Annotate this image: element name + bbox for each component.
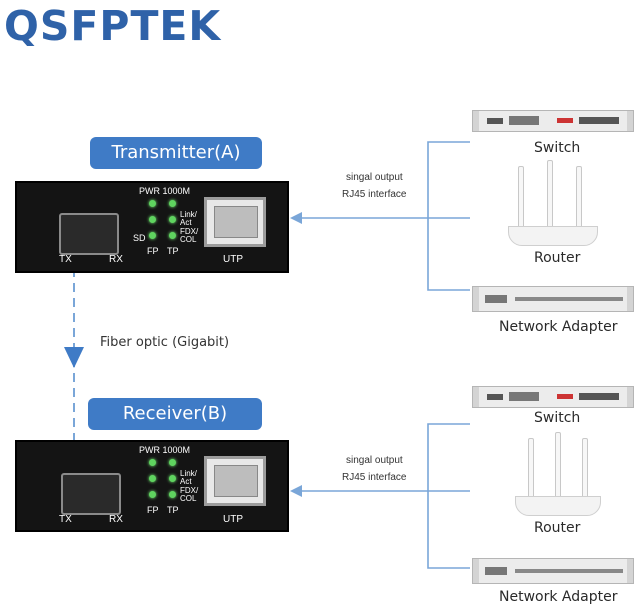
top-router-antenna-2 [547,160,553,230]
utp-rj45-port [204,456,266,506]
link-led-2 [169,216,176,223]
utp-label: UTP [223,514,243,525]
rx-label: RX [109,254,123,265]
col-text: COL [180,494,197,503]
tx-label: TX [59,514,72,525]
top-router-image [508,226,598,246]
utp-rj45-port [204,197,266,247]
top-switch-image [472,110,634,132]
fiber-arrow [64,347,84,368]
bottom-router-antenna-2 [555,432,561,500]
tx-sfp-port [61,473,121,515]
sd-label: SD [133,233,146,243]
act-text: Act [180,477,192,486]
top-arrow-head [290,212,302,224]
bottom-switch-label: Switch [534,410,581,426]
top-router-antenna-1 [518,166,524,230]
col-text: COL [180,235,197,244]
fdx-col-label: FDX/ COL [180,228,198,244]
top-switch-label: Switch [534,140,581,156]
top-adapter-image [472,286,634,312]
1000m-led [169,200,176,207]
bottom-note-rj45: RJ45 interface [342,472,407,483]
link-text: Link/ [180,469,197,478]
top-router-label: Router [534,250,581,266]
tp-label: TP [167,505,179,515]
receiver-title: Receiver(B) [88,398,262,430]
fdx-text: FDX/ [180,486,199,495]
bottom-adapter-image [472,558,634,584]
link-text: Link/ [180,210,197,219]
link-act-label: Link/ Act [180,211,197,227]
fdx-led-2 [169,232,176,239]
fdx-col-label: FDX/ COL [180,487,198,503]
top-adapter-label: Network Adapter [499,319,618,335]
act-text: Act [180,218,192,227]
top-router-antenna-3 [576,166,582,230]
bottom-note-signal: singal output [346,455,403,466]
fdx-led-1 [149,491,156,498]
bottom-arrow-head [290,485,302,497]
bottom-adapter-label: Network Adapter [499,589,618,605]
1000m-led [169,459,176,466]
tx-sfp-port [59,213,119,255]
link-led-1 [149,216,156,223]
brand-logo: QSFPTEK [4,2,222,50]
tp-label: TP [167,246,179,256]
top-bracket [427,141,470,291]
bottom-router-antenna-3 [582,438,588,500]
link-led-1 [149,475,156,482]
fdx-led-1 [149,232,156,239]
transmitter-title: Transmitter(A) [90,137,262,169]
fdx-text: FDX/ [180,227,199,236]
top-note-rj45: RJ45 interface [342,189,407,200]
tx-label: TX [59,254,72,265]
transmitter-device: TX RX PWR 1000M SD Link/ Act FDX/ COL FP… [15,181,289,273]
pwr-label: PWR 1000M [139,186,191,196]
utp-label: UTP [223,254,243,265]
pwr-label: PWR 1000M [139,445,191,455]
receiver-device: TX RX PWR 1000M Link/ Act FDX/ COL FP TP… [15,440,289,532]
fp-label: FP [147,505,159,515]
top-note-signal: singal output [346,172,403,183]
bottom-router-image [515,496,601,516]
rx-label: RX [109,514,123,525]
pwr-led [149,200,156,207]
fp-label: FP [147,246,159,256]
bottom-router-label: Router [534,520,581,536]
fdx-led-2 [169,491,176,498]
link-act-label: Link/ Act [180,470,197,486]
bottom-bracket [427,423,470,569]
link-led-2 [169,475,176,482]
bottom-switch-image [472,386,634,408]
fiber-label: Fiber optic (Gigabit) [100,335,230,350]
bottom-router-antenna-1 [528,438,534,500]
pwr-led [149,459,156,466]
